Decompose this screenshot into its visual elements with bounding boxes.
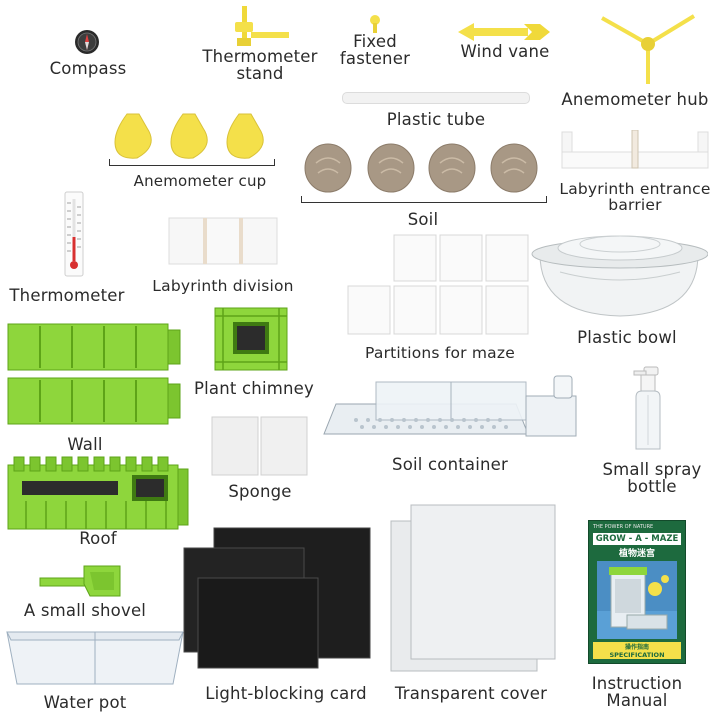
soil-container-label: Soil container bbox=[392, 455, 508, 474]
thermometer-icon bbox=[64, 191, 84, 277]
plant-chimney-icon bbox=[213, 306, 289, 372]
plastic-tube-label: Plastic tube bbox=[386, 110, 486, 129]
plastic-bowl-icon bbox=[530, 222, 708, 320]
small-shovel-icon bbox=[38, 564, 122, 598]
partitions-for-maze-label: Partitions for maze bbox=[365, 344, 515, 362]
manual-title: GROW - A - MAZE bbox=[593, 533, 681, 545]
instruction-manual-cover: THE POWER OF NATURE GROW - A - MAZE 植物迷宫… bbox=[588, 520, 686, 664]
manual-footer-en: SPECIFICATION bbox=[609, 651, 665, 659]
transparent-cover-label: Transparent cover bbox=[394, 684, 548, 703]
thermometer-stand-icon bbox=[229, 4, 291, 48]
manual-illustration bbox=[597, 561, 677, 639]
roof-label: Roof bbox=[79, 529, 117, 548]
maze-partitions bbox=[346, 234, 532, 336]
plastic-bowl-label: Plastic bowl bbox=[577, 328, 677, 347]
water-pot-label: Water pot bbox=[43, 693, 127, 712]
wall-panels bbox=[6, 322, 184, 428]
fixed-fastener-icon bbox=[369, 14, 381, 34]
anemometer-cups bbox=[109, 108, 281, 164]
spray-bottle-icon bbox=[628, 365, 668, 453]
anemometer-cup-label: Anemometer cup bbox=[133, 172, 267, 190]
plant-chimney-label: Plant chimney bbox=[194, 379, 314, 398]
sponge-icon bbox=[211, 416, 309, 476]
anemometer-cup-bracket bbox=[109, 159, 275, 166]
small-shovel-label: A small shovel bbox=[23, 601, 147, 620]
compass-label: Compass bbox=[49, 59, 127, 78]
wind-vane-label: Wind vane bbox=[460, 42, 550, 61]
transparent-cover-icon bbox=[389, 503, 557, 675]
water-pot-icon bbox=[5, 628, 185, 688]
wind-vane-icon bbox=[458, 21, 552, 43]
soil-pellets bbox=[302, 141, 542, 195]
soil-container-icon bbox=[316, 374, 584, 444]
manual-footer: 操作指南 SPECIFICATION bbox=[593, 642, 681, 659]
labyrinth-division-icon bbox=[168, 217, 278, 265]
wall-label: Wall bbox=[67, 435, 103, 454]
sponge-label: Sponge bbox=[228, 482, 292, 501]
thermometer-label: Thermometer bbox=[9, 286, 125, 305]
roof-icon bbox=[6, 455, 190, 533]
manual-footer-cn: 操作指南 bbox=[624, 644, 649, 651]
manual-subtitle: 植物迷宫 bbox=[618, 549, 655, 559]
soil-bracket bbox=[301, 196, 547, 203]
plastic-tube-icon bbox=[342, 92, 530, 104]
manual-top-text: THE POWER OF NATURE bbox=[593, 524, 654, 530]
soil-label: Soil bbox=[407, 210, 439, 229]
anemometer-hub-icon bbox=[598, 12, 698, 86]
anemometer-hub-label: Anemometer hub bbox=[561, 90, 709, 109]
compass-icon bbox=[74, 29, 100, 55]
light-blocking-cards bbox=[182, 526, 372, 674]
labyrinth-entrance-barrier-icon bbox=[560, 130, 710, 172]
labyrinth-division-label: Labyrinth division bbox=[152, 277, 294, 295]
light-blocking-card-label: Light-blocking card bbox=[205, 684, 367, 703]
